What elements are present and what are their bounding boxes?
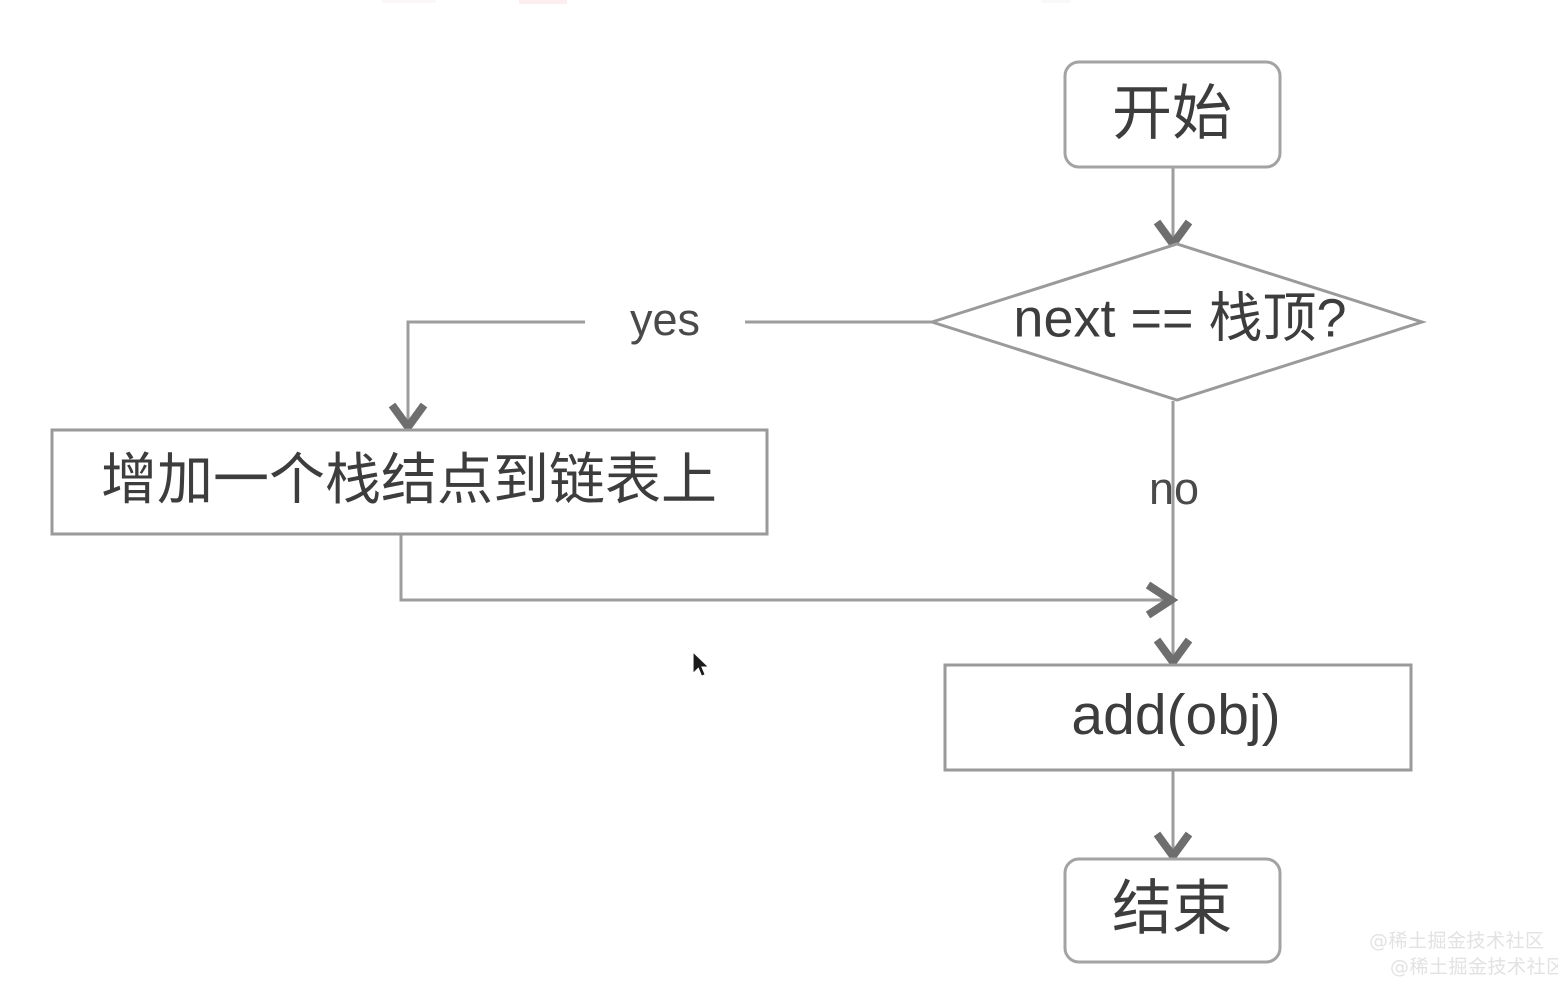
edge-decision-yes xyxy=(388,320,932,434)
node-add-node-to-list-shape xyxy=(50,428,769,536)
node-start-shape xyxy=(1063,60,1282,169)
watermark-line-1: @稀土掘金技术社区 xyxy=(1369,930,1545,952)
node-end-shape xyxy=(1063,857,1282,964)
top-edge-artifact xyxy=(382,0,436,3)
watermark-line-2: @稀土掘金技术社区 xyxy=(1390,956,1558,978)
node-add-obj[interactable]: add(obj) xyxy=(943,663,1413,772)
node-add-obj-shape xyxy=(943,663,1413,772)
node-start-label: 开始 xyxy=(1112,80,1232,147)
edge-start-to-decision xyxy=(1153,167,1193,251)
node-decision[interactable]: next == 栈顶? xyxy=(927,242,1427,402)
top-edge-artifact xyxy=(519,0,567,4)
edge-addobj-to-end xyxy=(1153,770,1193,863)
top-edge-artifact xyxy=(1041,0,1071,3)
node-start[interactable]: 开始 xyxy=(1063,60,1282,169)
node-add-obj-label: add(obj) xyxy=(1071,683,1280,747)
node-decision-shape xyxy=(927,242,1427,402)
node-end-label: 结束 xyxy=(1112,875,1232,942)
edge-label-yes: yes xyxy=(630,294,700,345)
node-add-node-to-list-label: 增加一个栈结点到链表上 xyxy=(101,448,717,511)
node-add-node-to-list[interactable]: 增加一个栈结点到链表上 xyxy=(50,428,769,536)
node-end[interactable]: 结束 xyxy=(1063,857,1282,964)
node-decision-label: next == 栈顶? xyxy=(1013,288,1346,348)
edge-loopback xyxy=(399,534,1179,619)
edge-label-no: no xyxy=(1149,463,1199,514)
edge-decision-no xyxy=(1153,401,1193,669)
